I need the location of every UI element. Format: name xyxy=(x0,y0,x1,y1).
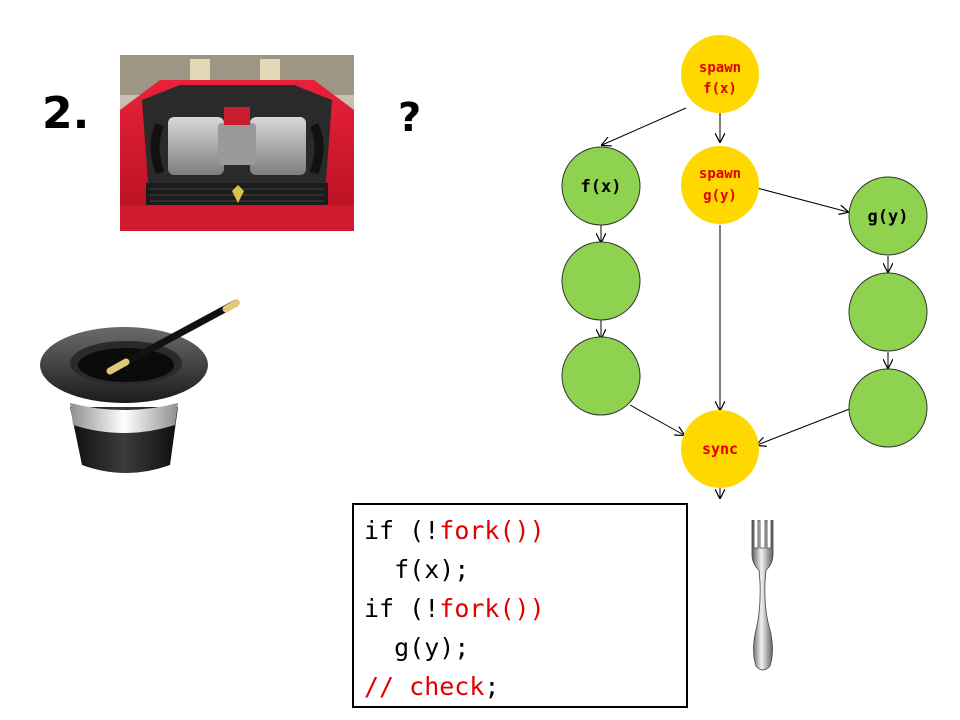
edge-spawn-gy-to-gy xyxy=(756,187,848,212)
node-spawn-fx-line-1: spawn xyxy=(699,60,741,76)
node-spawn-fx-line-2: f(x) xyxy=(703,81,737,97)
code-line-1: if (!fork()) xyxy=(364,511,686,550)
car-engine-photo xyxy=(120,55,354,231)
fork-icon xyxy=(751,520,774,671)
code-line-1-part-1: if (! xyxy=(364,516,440,545)
node-g-step-2 xyxy=(848,272,928,352)
question-mark: ? xyxy=(398,95,422,141)
code-line-5: // check; xyxy=(364,667,686,706)
magic-hat-icon xyxy=(40,299,240,473)
code-line-3-part-1: if (! xyxy=(364,594,440,623)
node-f-step-2 xyxy=(561,241,641,321)
edge-g-step-3-to-sync xyxy=(757,407,853,445)
code-line-3: if (!fork()) xyxy=(364,589,686,628)
node-gy-label: g(y) xyxy=(868,207,909,227)
node-spawn-gy: spawn g(y) xyxy=(681,146,759,224)
node-g-step-3 xyxy=(848,368,928,448)
node-fx-label: f(x) xyxy=(581,177,622,197)
code-line-2-part-1: f(x); xyxy=(364,555,470,584)
node-f-step-3 xyxy=(561,336,641,416)
code-line-4: g(y); xyxy=(364,628,686,667)
code-line-5-part-2: ; xyxy=(484,672,500,701)
code-snippet: if (!fork()) f(x); if (!fork()) g(y); //… xyxy=(352,503,688,708)
slide-number: 2. xyxy=(42,88,90,139)
code-line-5-part-1: // check xyxy=(364,672,485,701)
code-line-1-part-2: fork()) xyxy=(439,516,545,545)
node-sync-label: sync xyxy=(702,440,738,458)
node-gy: g(y) xyxy=(848,176,928,256)
code-line-4-part-1: g(y); xyxy=(364,633,470,662)
code-line-2: f(x); xyxy=(364,550,686,589)
node-spawn-gy-line-1: spawn xyxy=(699,166,741,182)
edge-spawn-fx-to-fx xyxy=(602,107,687,145)
edge-f-step-3-to-sync xyxy=(629,404,684,435)
node-sync: sync xyxy=(681,410,759,488)
node-spawn-gy-line-2: g(y) xyxy=(703,188,737,204)
code-line-3-part-2: fork()) xyxy=(439,594,545,623)
node-fx: f(x) xyxy=(561,146,641,226)
node-spawn-fx: spawn f(x) xyxy=(681,35,759,113)
